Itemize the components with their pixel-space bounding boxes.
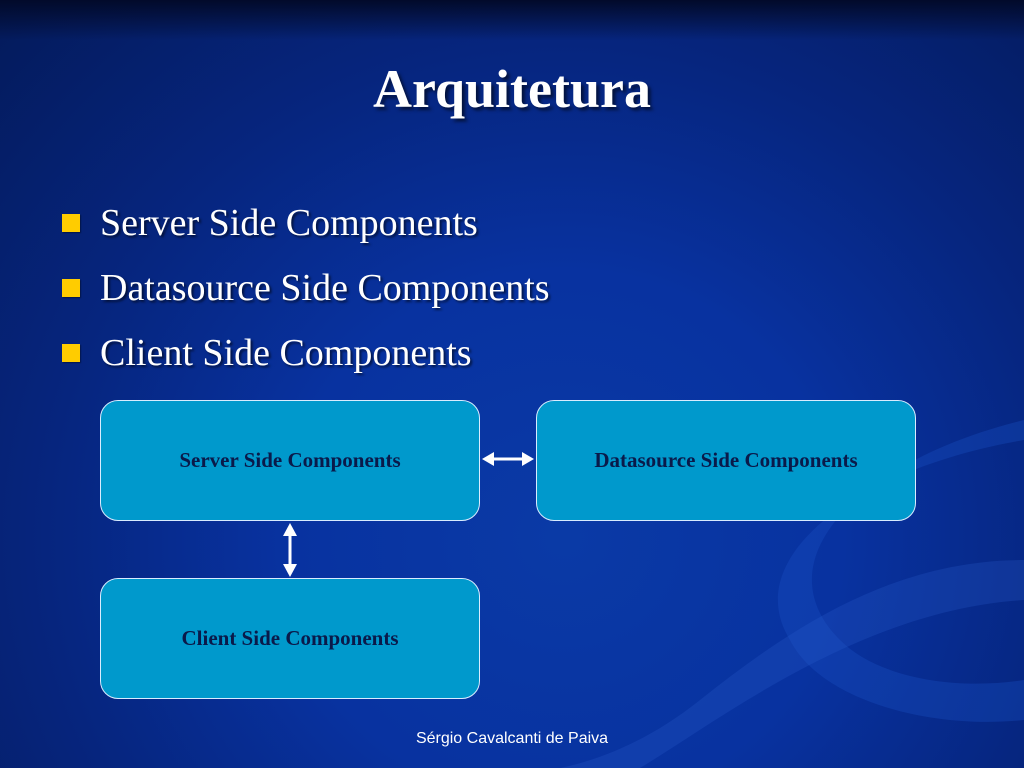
node-label: Client Side Components xyxy=(181,626,399,650)
node-label: Server Side Components xyxy=(179,448,401,472)
top-shade xyxy=(0,0,1024,40)
arrow-server-datasource xyxy=(482,452,534,466)
bullet-item: Client Side Components xyxy=(62,320,550,385)
slide-title: Arquitetura xyxy=(373,59,651,119)
bullet-list: Server Side Components Datasource Side C… xyxy=(62,190,550,385)
slide-footer-author: Sérgio Cavalcanti de Paiva xyxy=(415,730,609,747)
bullet-item: Datasource Side Components xyxy=(62,255,550,320)
node-datasource-side-components: Datasource Side Components xyxy=(536,400,916,521)
node-label: Datasource Side Components xyxy=(594,448,858,472)
node-client-side-components: Client Side Components xyxy=(100,578,480,699)
bullet-text: Client Side Components xyxy=(100,331,472,374)
square-bullet-icon xyxy=(62,213,80,232)
node-server-side-components: Server Side Components xyxy=(100,400,480,521)
bullet-item: Server Side Components xyxy=(62,190,550,255)
arrow-server-client xyxy=(283,523,297,577)
square-bullet-icon xyxy=(62,343,80,362)
bullet-text: Datasource Side Components xyxy=(100,266,550,309)
square-bullet-icon xyxy=(62,278,80,297)
bullet-text: Server Side Components xyxy=(100,201,478,244)
